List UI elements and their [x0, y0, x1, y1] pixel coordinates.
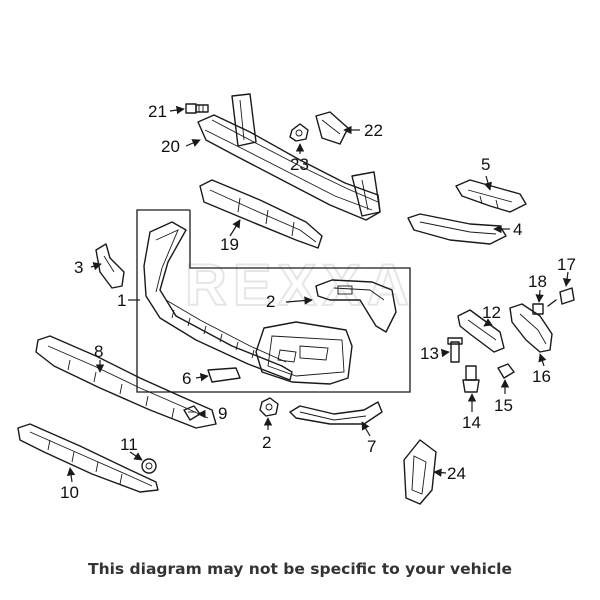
callout-1: 1 [117, 291, 126, 310]
part-19-energy-absorber [199, 179, 323, 249]
part-17-screw [547, 287, 575, 307]
part-21-bolt [185, 103, 209, 114]
callout-13: 13 [420, 344, 439, 363]
part-grille-lower [255, 321, 353, 385]
callout-20: 20 [161, 137, 180, 156]
part-2-clip [259, 397, 279, 417]
callout-12: 12 [482, 303, 501, 322]
leader-lines [66, 105, 572, 483]
callout-3: 3 [74, 258, 83, 277]
part-23-nut [289, 123, 309, 142]
callout-23: 23 [290, 155, 309, 174]
part-7-trim-strip [289, 401, 383, 425]
part-8-lower-absorber [35, 335, 217, 429]
part-3-bracket [95, 243, 125, 289]
callout-11: 11 [120, 435, 138, 454]
callout-22: 22 [364, 121, 383, 140]
part-6-trim-insert [207, 367, 241, 383]
parts-diagram: REXXA [17, 93, 576, 505]
assembly-box [136, 209, 411, 393]
callout-24: 24 [447, 464, 466, 483]
part-10-undercover [17, 423, 159, 493]
part-1-bumper-cover [143, 221, 293, 381]
callout-5: 5 [481, 155, 490, 174]
callout-15: 15 [494, 396, 513, 415]
callout-14: 14 [462, 413, 481, 432]
brand-watermark: REXXA [185, 253, 415, 318]
part-16-side-bracket [509, 303, 553, 353]
callout-18: 18 [528, 272, 547, 291]
part-2-mount-bracket [315, 279, 397, 333]
callout-10: 10 [60, 483, 79, 502]
callout-16: 16 [532, 367, 551, 386]
part-12-bracket [457, 309, 505, 353]
part-14-stud [462, 365, 480, 393]
part-5-side-bracket [455, 179, 527, 213]
part-11-clip [141, 458, 157, 474]
callout-2b: 2 [262, 433, 271, 452]
callout-2: 2 [266, 292, 275, 311]
callout-21: 21 [148, 102, 167, 121]
callout-17: 17 [557, 255, 576, 274]
part-22-bracket [315, 111, 349, 145]
callout-6: 6 [182, 369, 191, 388]
callout-7: 7 [367, 437, 376, 456]
disclaimer-note: This diagram may not be specific to your… [88, 560, 512, 578]
callout-4: 4 [513, 220, 522, 239]
callout-8: 8 [94, 342, 103, 361]
part-24-side-reflector [403, 439, 437, 505]
part-13-bolt [447, 337, 463, 363]
callout-9: 9 [218, 404, 227, 423]
part-18-nut [532, 303, 544, 315]
part-20-impact-bar [197, 93, 381, 221]
part-15-clip [497, 363, 515, 379]
part-4-side-bracket [407, 213, 507, 245]
callout-19: 19 [220, 235, 239, 254]
